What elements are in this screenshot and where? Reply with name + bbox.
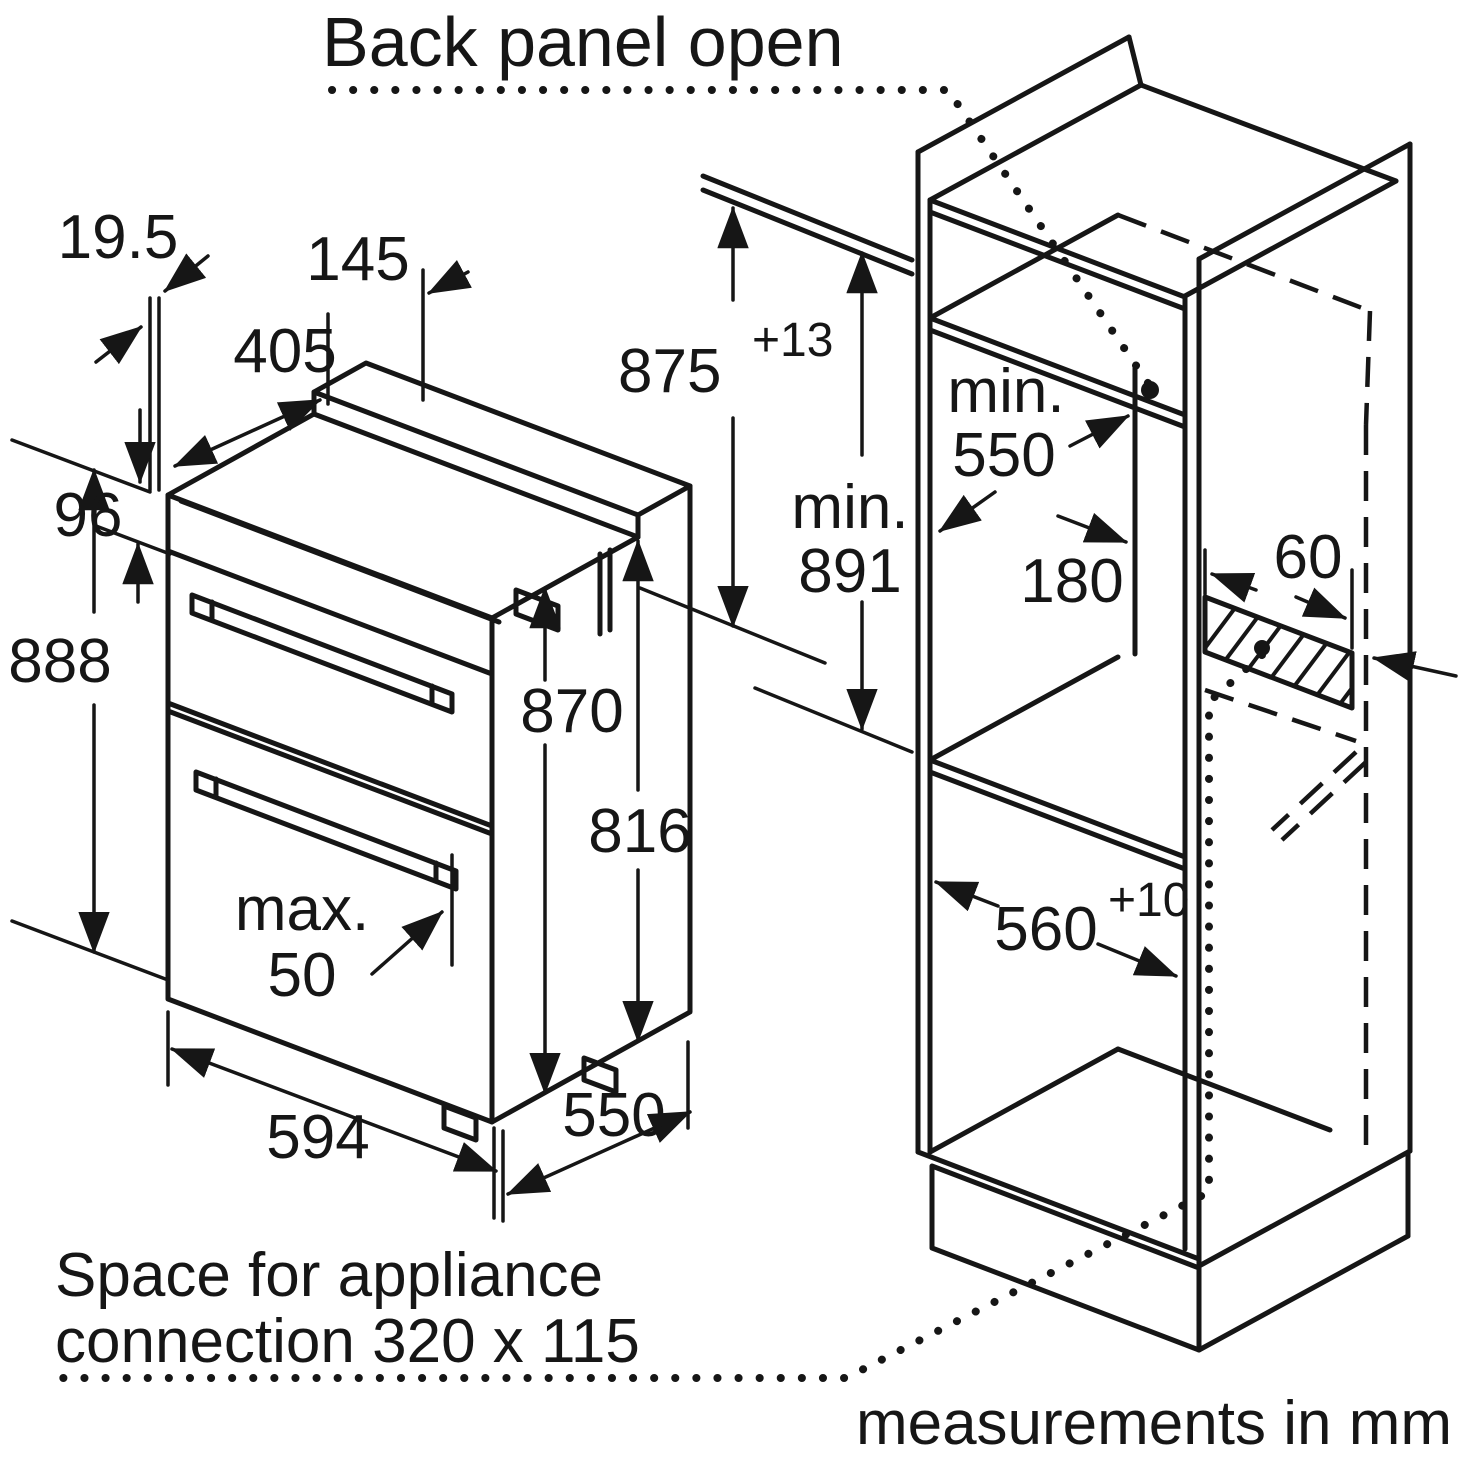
oven-handle-bottom [193, 769, 459, 892]
dimension-180 [1056, 512, 1128, 544]
dim-560-label: 560 [994, 895, 1097, 964]
dim-min891-prefix-label: min. [791, 473, 908, 542]
dim-816-label: 816 [588, 797, 691, 866]
dim-96-label: 96 [54, 481, 123, 550]
dim-min550-prefix-label: min. [947, 357, 1064, 426]
dimension-right-edge-arrow [1372, 651, 1458, 683]
dimension-594 [166, 1010, 505, 1223]
front-panel-edge [148, 296, 161, 492]
dim-max-label: max. [235, 875, 369, 944]
footer-measurements: measurements in mm [856, 1389, 1452, 1458]
dimension-550-depth [506, 1040, 692, 1196]
dimension-60 [1203, 548, 1354, 650]
dim-870-label: 870 [520, 677, 623, 746]
dim-180-label: 180 [1020, 547, 1123, 616]
dimension-96 [94, 408, 172, 604]
dimension-888 [10, 438, 170, 982]
cabinet-drawing [638, 34, 1413, 1353]
dim-594-label: 594 [266, 1103, 369, 1172]
back-panel-open-dashed [1117, 212, 1373, 1148]
note-connection-line2: connection 320 x 115 [55, 1307, 640, 1376]
note-connection-line1: Space for appliance [55, 1241, 603, 1310]
dim-550-label: 550 [562, 1081, 665, 1150]
dimension-19-5 [94, 253, 210, 365]
dim-50-label: 50 [268, 941, 337, 1010]
oven-handle-top [189, 592, 455, 715]
dim-875-label: 875 [618, 337, 721, 406]
vent-hatch [1202, 594, 1355, 711]
title-back-panel-open: Back panel open [322, 3, 844, 81]
cabinet-plinth [929, 1151, 1411, 1353]
dimension-min-550 [938, 414, 1130, 533]
dimension-145 [421, 260, 472, 402]
dim-145-label: 145 [306, 225, 409, 294]
oven-side-vent [513, 587, 561, 633]
dim-60-label: 60 [1274, 523, 1343, 592]
dimension-max-50 [370, 853, 454, 976]
dotted-leader-back-panel [328, 86, 1154, 390]
dim-891-label: 891 [798, 537, 901, 606]
dim-550-niche-label: 550 [952, 421, 1055, 490]
dim-888-label: 888 [8, 627, 111, 696]
dimension-560 [934, 880, 1178, 978]
dim-875-tolerance-label: +13 [752, 314, 833, 367]
dim-405-label: 405 [233, 317, 336, 386]
dimension-405 [173, 312, 330, 468]
dim-560-tolerance-label: +10 [1108, 874, 1189, 927]
dim-19-5-label: 19.5 [58, 203, 179, 272]
